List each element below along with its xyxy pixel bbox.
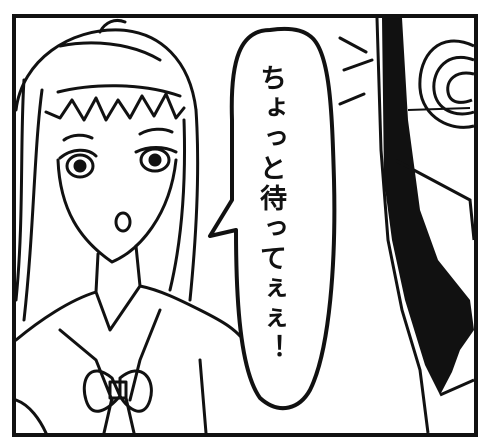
background-figure-line [407,107,471,111]
speech-bubble-text: ちょっと待ってぇぇ！ [255,64,286,364]
background-figure-line [394,158,476,241]
background-line [375,17,430,434]
spiral-effect [418,39,475,129]
background-figure-line [439,378,475,397]
speech-bubble-outline [208,26,337,410]
dark-background-shape [382,18,474,395]
emphasis-lines [338,36,374,106]
girl-character [14,18,252,435]
